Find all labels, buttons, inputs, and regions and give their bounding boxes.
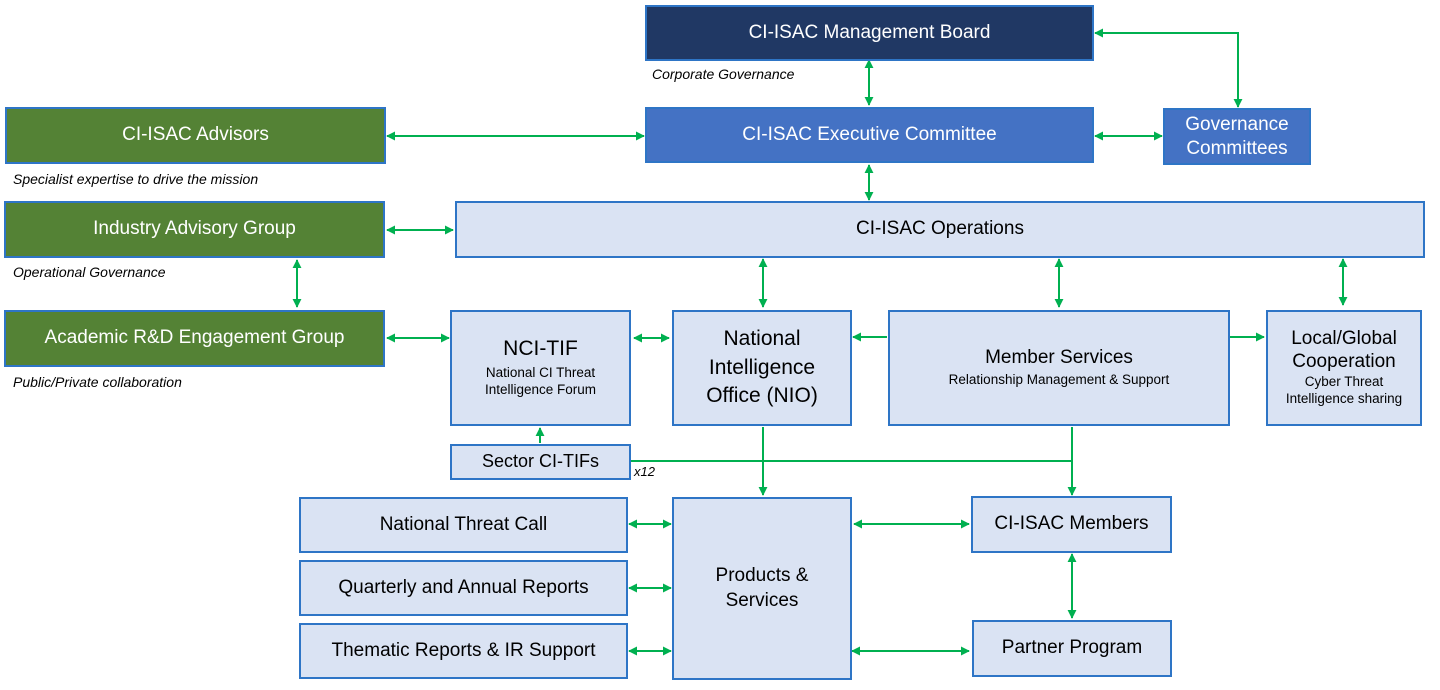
node-title: NCI-TIF — [503, 337, 578, 361]
node-title-line2: Services — [725, 589, 799, 611]
node-title: Quarterly and Annual Reports — [338, 576, 589, 598]
node-nci-tif[interactable]: NCI-TIF National CI Threat Intelligence … — [450, 310, 631, 426]
node-sector-ci-tifs[interactable]: Sector CI-TIFs — [450, 444, 631, 480]
node-title: CI-ISAC Advisors — [122, 124, 269, 146]
node-member-services[interactable]: Member Services Relationship Management … — [888, 310, 1230, 426]
node-title-line1: Products & — [715, 564, 809, 586]
node-title-line2: Committees — [1186, 137, 1288, 159]
node-title: Sector CI-TIFs — [481, 451, 599, 472]
node-subtitle: Relationship Management & Support — [948, 372, 1170, 388]
node-products-services[interactable]: Products & Services — [672, 497, 852, 680]
node-title: Industry Advisory Group — [93, 218, 296, 240]
node-operations[interactable]: CI-ISAC Operations — [455, 201, 1425, 258]
node-subtitle-line1: Cyber Threat — [1304, 374, 1384, 390]
node-quarterly-annual-reports[interactable]: Quarterly and Annual Reports — [299, 560, 628, 616]
note-corporate-governance: Corporate Governance — [652, 66, 795, 82]
node-title: CI-ISAC Members — [994, 513, 1149, 535]
node-advisors[interactable]: CI-ISAC Advisors — [5, 107, 386, 164]
note-advisors: Specialist expertise to drive the missio… — [13, 171, 259, 187]
node-title: Thematic Reports & IR Support — [331, 639, 596, 661]
node-management-board[interactable]: CI-ISAC Management Board — [645, 5, 1094, 61]
node-title-line2: Intelligence — [708, 355, 816, 379]
node-title-line2: Cooperation — [1292, 350, 1396, 372]
node-title: Partner Program — [1001, 637, 1143, 659]
node-nio[interactable]: National Intelligence Office (NIO) — [672, 310, 852, 426]
node-partner-program[interactable]: Partner Program — [972, 620, 1172, 677]
node-title-line1: National — [723, 327, 801, 351]
node-thematic-reports[interactable]: Thematic Reports & IR Support — [299, 623, 628, 679]
node-title-line1: Local/Global — [1291, 328, 1397, 350]
note-operational-governance: Operational Governance — [13, 264, 166, 280]
node-title: National Threat Call — [379, 513, 548, 535]
node-executive-committee[interactable]: CI-ISAC Executive Committee — [645, 107, 1094, 163]
node-title-line1: Governance — [1185, 113, 1289, 135]
node-title: Member Services — [985, 346, 1133, 368]
connector-board-governance — [1094, 28, 1243, 108]
node-subtitle-line2: Intelligence Forum — [484, 381, 597, 397]
node-academic-group[interactable]: Academic R&D Engagement Group — [4, 310, 385, 367]
node-national-threat-call[interactable]: National Threat Call — [299, 497, 628, 553]
node-ci-isac-members[interactable]: CI-ISAC Members — [971, 496, 1172, 553]
node-local-global-cooperation[interactable]: Local/Global Cooperation Cyber Threat In… — [1266, 310, 1422, 426]
node-title: CI-ISAC Executive Committee — [742, 123, 997, 145]
node-governance-committees[interactable]: Governance Committees — [1163, 108, 1311, 165]
node-title: Academic R&D Engagement Group — [44, 327, 345, 349]
node-title: CI-ISAC Operations — [856, 218, 1024, 240]
note-academic: Public/Private collaboration — [13, 374, 182, 390]
note-sector-multiplier: x12 — [634, 464, 655, 479]
node-title-line3: Office (NIO) — [706, 384, 818, 408]
node-subtitle-line2: Intelligence sharing — [1285, 390, 1403, 406]
node-title: CI-ISAC Management Board — [748, 21, 991, 43]
node-subtitle-line1: National CI Threat — [485, 365, 596, 380]
node-industry-advisory-group[interactable]: Industry Advisory Group — [4, 201, 385, 258]
